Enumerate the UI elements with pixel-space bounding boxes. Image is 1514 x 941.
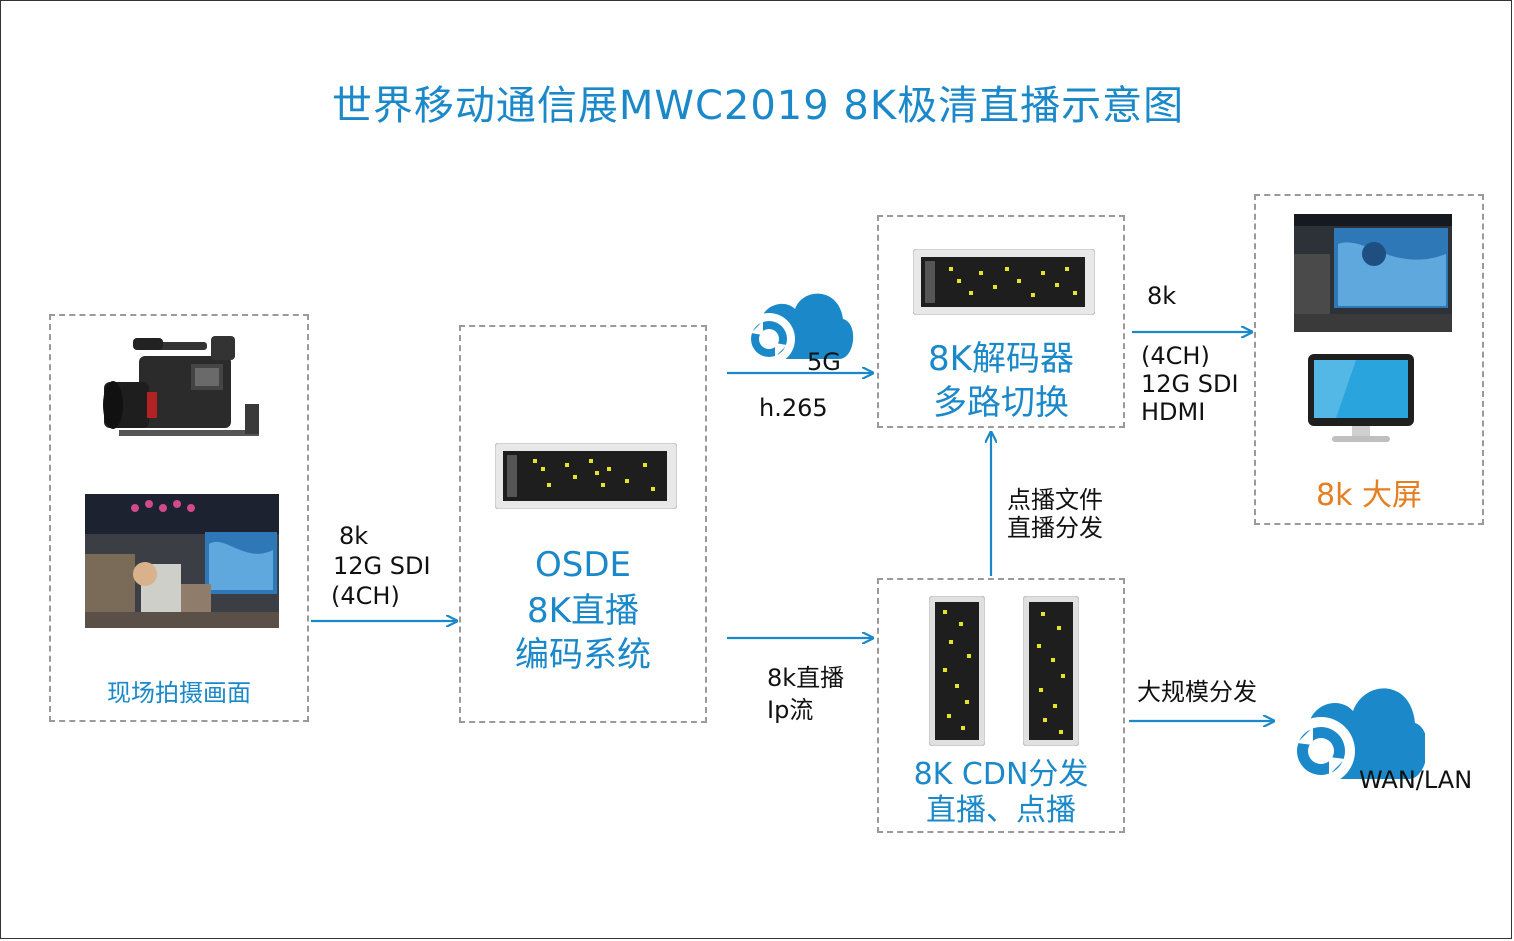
encoder-box: OSDE 8K直播 编码系统	[459, 325, 707, 723]
big-screen-photo-image	[1294, 214, 1452, 332]
cdn-to-wan-label: 大规模分发	[1137, 678, 1257, 706]
network-5g-label: 5G	[807, 348, 841, 376]
decoder-to-screen-line3: HDMI	[1141, 398, 1206, 426]
scene-box: 现场拍摄画面	[49, 314, 309, 722]
cdn-server-rack-icon	[929, 596, 985, 746]
cdn-to-decoder-line1: 点播文件	[1007, 486, 1103, 514]
decoder-server-icon	[913, 249, 1095, 315]
encoder-label-line3: 编码系统	[515, 635, 651, 675]
cdn-label-line2: 直播、点播	[926, 793, 1076, 828]
screen-label: 8k 大屏	[1316, 478, 1422, 513]
cdn-label-line1: 8K CDN分发	[913, 757, 1089, 792]
encoder-label-line1: OSDE	[534, 545, 631, 585]
wan-cloud-sync-icon	[1287, 688, 1425, 785]
codec-h265-label: h.265	[759, 394, 828, 422]
decoder-to-screen-line1: (4CH)	[1141, 342, 1210, 370]
decoder-label-line1: 8K解码器	[928, 339, 1074, 379]
cdn-box: 8K CDN分发 直播、点播	[877, 578, 1125, 833]
wan-label: WAN/LAN	[1359, 766, 1473, 794]
decoder-box: 8K解码器 多路切换	[877, 215, 1125, 428]
scene-label: 现场拍摄画面	[107, 679, 251, 707]
decoder-label-line2: 多路切换	[933, 383, 1069, 423]
monitor-icon	[1308, 354, 1414, 442]
encoder-to-cdn-line1: 8k直播	[767, 664, 845, 692]
camera-icon	[103, 336, 259, 436]
scene-to-encoder-line1: 8k	[339, 522, 369, 550]
scene-to-encoder-line2: 12G SDI	[333, 552, 431, 580]
encoder-to-cdn-line2: Ip流	[767, 696, 814, 724]
cdn-server-rack-icon	[1023, 596, 1079, 746]
decoder-to-screen-top: 8k	[1147, 282, 1177, 310]
encoder-server-icon	[495, 443, 677, 509]
scene-photo-image	[85, 494, 279, 628]
cloud-sync-icon	[743, 293, 854, 365]
cdn-to-decoder-line2: 直播分发	[1007, 514, 1103, 542]
decoder-to-screen-line2: 12G SDI	[1141, 370, 1239, 398]
screen-box: 8k 大屏	[1254, 194, 1484, 525]
diagram-title: 世界移动通信展MWC2019 8K极清直播示意图	[331, 83, 1185, 129]
encoder-label-line2: 8K直播	[527, 591, 639, 631]
scene-to-encoder-line3: (4CH)	[331, 582, 400, 610]
